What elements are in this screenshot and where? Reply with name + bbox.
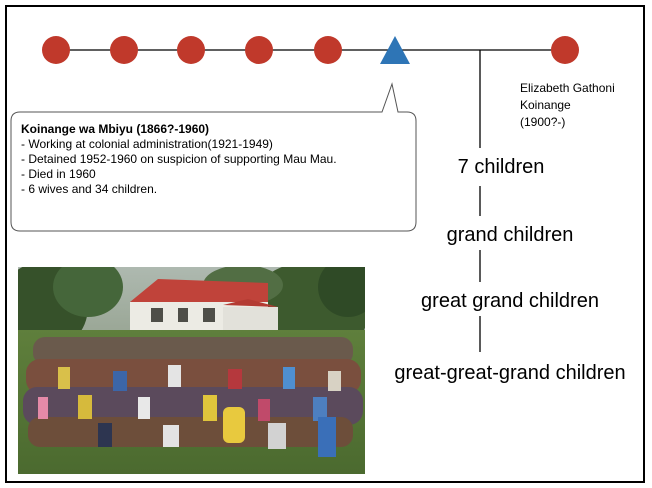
generation-great-great-grandchildren: great-great-grand children: [394, 362, 626, 384]
koinange-node: [380, 36, 410, 64]
family-group-photo: [18, 267, 365, 474]
callout-text: Koinange wa Mbiyu (1866?-1960) Working a…: [21, 122, 337, 197]
wife-name-line: Elizabeth Gathoni: [520, 81, 615, 95]
person-fact: Died in 1960: [21, 167, 337, 182]
person-fact: Detained 1952-1960 on suspicion of suppo…: [21, 152, 336, 167]
person-facts: Working at colonial administration(1921-…: [21, 137, 337, 197]
generation-great-grandchildren: great grand children: [421, 290, 599, 312]
wife-name: Elizabeth Gathoni Koinange (1900?-): [520, 80, 640, 131]
ancestor-node: [42, 36, 70, 64]
person-fact: 6 wives and 34 children.: [21, 182, 337, 197]
ancestor-node: [314, 36, 342, 64]
person-title: Koinange wa Mbiyu (1866?-1960): [21, 122, 210, 136]
ancestor-node: [110, 36, 138, 64]
generation-children: 7 children: [457, 156, 545, 178]
ancestor-node: [245, 36, 273, 64]
person-fact: Working at colonial administration(1921-…: [21, 137, 337, 152]
wife-node: [551, 36, 579, 64]
wife-name-line: (1900?-): [520, 115, 566, 129]
generation-grandchildren: grand children: [446, 224, 574, 246]
slide-frame: [5, 5, 645, 483]
ancestor-node: [177, 36, 205, 64]
wife-name-line: Koinange: [520, 98, 571, 112]
